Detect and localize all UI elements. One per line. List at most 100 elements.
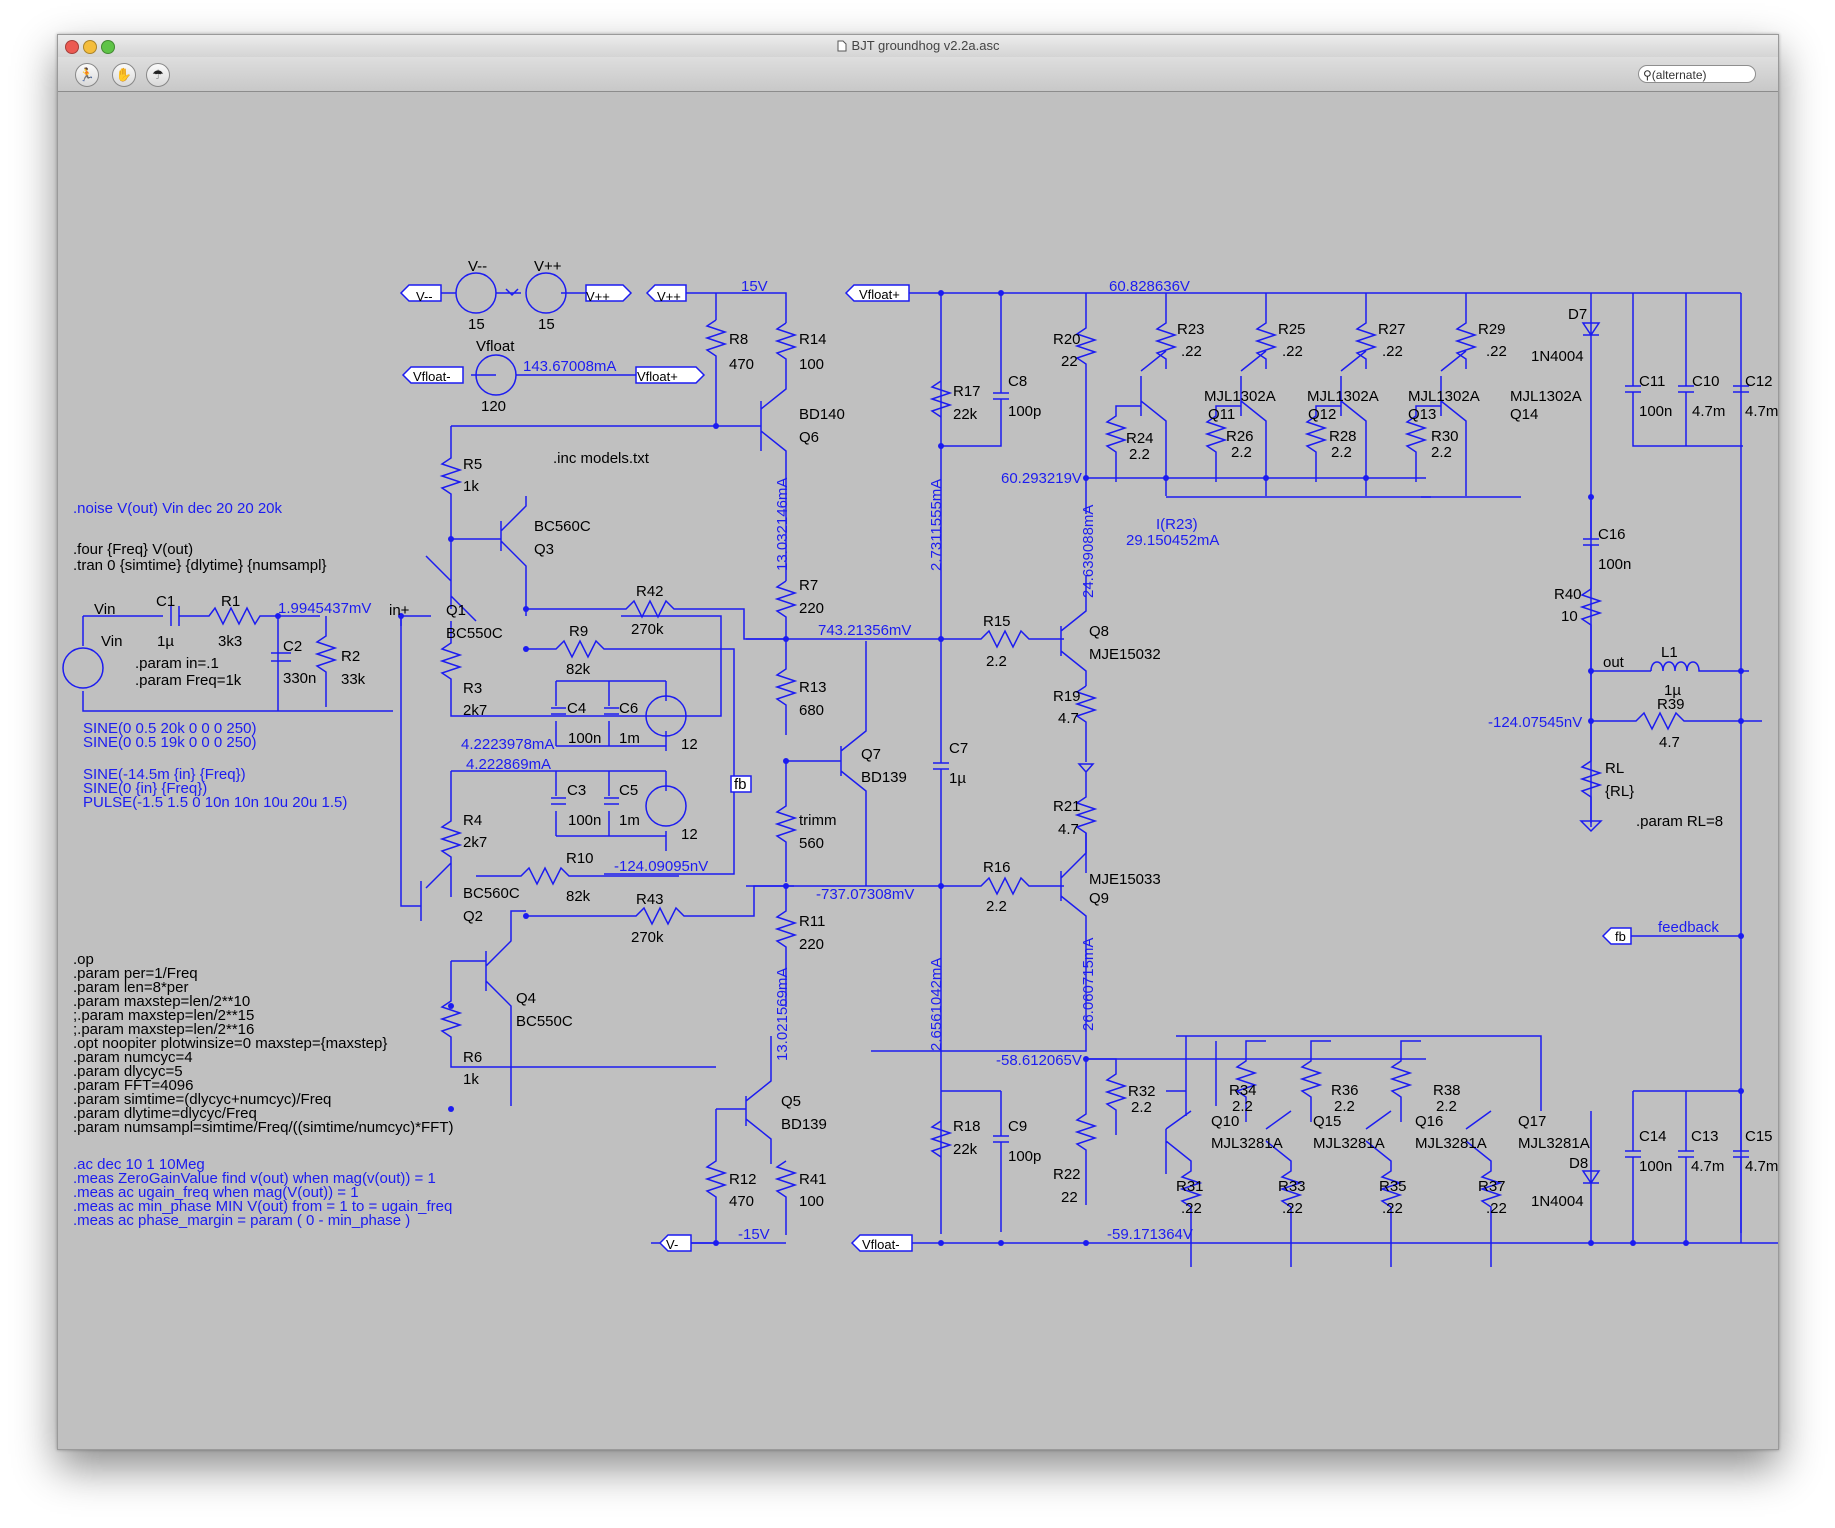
r9: R9 <box>569 623 588 640</box>
r30-value: 2.2 <box>1431 444 1452 461</box>
feedback-net: feedback <box>1658 919 1719 936</box>
r1-value: 3k3 <box>218 633 242 650</box>
op-iq9: 26.060715mA <box>1080 938 1097 1031</box>
vfloat-value: 120 <box>481 398 506 415</box>
q3-model: BC560C <box>534 518 591 535</box>
zoom-button[interactable] <box>101 40 115 54</box>
trimm-value: 560 <box>799 835 824 852</box>
op-line: ;.param maxstep=len/2**16 <box>73 1021 254 1038</box>
op-ir7: 13.032146mA <box>774 478 791 571</box>
title-bar: BJT groundhog v2.2a.asc <box>58 35 1778 58</box>
r39-value: 4.7 <box>1659 734 1680 751</box>
q4: Q4 <box>516 990 536 1007</box>
r17: R17 <box>953 383 981 400</box>
out-net: out <box>1603 654 1625 671</box>
q9-model: MJE15033 <box>1089 871 1161 888</box>
r8-value: 470 <box>729 356 754 373</box>
r29-value: .22 <box>1486 343 1507 360</box>
probe-icon[interactable]: ☂ <box>146 63 170 87</box>
r12-value: 470 <box>729 1193 754 1210</box>
ac-line: .meas ZeroGainValue find v(out) when mag… <box>73 1170 436 1187</box>
q2-model: BC560C <box>463 885 520 902</box>
r1: R1 <box>221 593 240 610</box>
c2: C2 <box>283 638 302 655</box>
fb-flag: fb <box>734 776 747 793</box>
r40-value: 10 <box>1561 608 1578 625</box>
q7-model: BD139 <box>861 769 907 786</box>
c6-value: 1m <box>619 730 640 747</box>
q1-model: BC550C <box>446 625 503 642</box>
op-node-m124-09: -124.09095nV <box>614 858 708 875</box>
r24: R24 <box>1126 430 1154 447</box>
r33-value: .22 <box>1282 1200 1303 1217</box>
op-line: .param dlytime=dlycyc/Freq <box>73 1105 257 1122</box>
param-freq: .param Freq=1k <box>135 672 242 689</box>
c14-value: 100n <box>1639 1158 1672 1175</box>
r17-value: 22k <box>953 406 978 423</box>
r37: R37 <box>1478 1178 1506 1195</box>
r18: R18 <box>953 1118 981 1135</box>
r2: R2 <box>341 648 360 665</box>
r16: R16 <box>983 859 1011 876</box>
r36-value: 2.2 <box>1334 1098 1355 1115</box>
r27-value: .22 <box>1382 343 1403 360</box>
r10: R10 <box>566 850 594 867</box>
halt-icon[interactable]: ✋ <box>112 63 136 87</box>
q17-model: MJL3281A <box>1518 1135 1590 1152</box>
op-node-m737: -737.07308mV <box>816 886 914 903</box>
r5-value: 1k <box>463 478 479 495</box>
q12-model: MJL1302A <box>1307 388 1379 405</box>
r30: R30 <box>1431 428 1459 445</box>
r12: R12 <box>729 1171 757 1188</box>
minimize-button[interactable] <box>83 40 97 54</box>
search-field[interactable]: ⚲(alternate) <box>1638 65 1756 83</box>
d8: D8 <box>1569 1155 1588 1172</box>
schematic[interactable]: V-- V++ 15 15 V-- V++ V++ Vfloat 120 Vfl… <box>58 92 1801 1448</box>
schematic-canvas[interactable]: V-- V++ 15 15 V-- V++ V++ Vfloat 120 Vfl… <box>58 92 1801 1449</box>
q10: Q10 <box>1211 1113 1239 1130</box>
c9: C9 <box>1008 1118 1027 1135</box>
r11: R11 <box>799 913 825 930</box>
op-line: .param numsampl=simtime/Freq/((simtime/n… <box>73 1119 453 1136</box>
r36: R36 <box>1331 1082 1359 1099</box>
r8: R8 <box>729 331 748 348</box>
r14-value: 100 <box>799 356 824 373</box>
r27: R27 <box>1378 321 1406 338</box>
c1: C1 <box>156 593 175 610</box>
op-ir11: 13.021569mA <box>774 968 791 1061</box>
r41-value: 100 <box>799 1193 824 1210</box>
vfloat-label: Vfloat <box>476 338 515 355</box>
param-rl: .param RL=8 <box>1636 813 1723 830</box>
close-button[interactable] <box>65 40 79 54</box>
c10: C10 <box>1692 373 1720 390</box>
q1: Q1 <box>446 602 466 619</box>
r31: R31 <box>1176 1178 1204 1195</box>
r35-value: .22 <box>1382 1200 1403 1217</box>
c5-value: 1m <box>619 812 640 829</box>
r4: R4 <box>463 812 482 829</box>
r4-value: 2k7 <box>463 834 487 851</box>
rl-value: {RL} <box>1605 783 1634 800</box>
q6: Q6 <box>799 429 819 446</box>
r38: R38 <box>1433 1082 1461 1099</box>
c10-value: 4.7m <box>1692 403 1725 420</box>
c13: C13 <box>1691 1128 1719 1145</box>
vin-source: Vin <box>101 633 122 650</box>
run-icon[interactable]: 🏃 <box>75 63 99 87</box>
r7-value: 220 <box>799 600 824 617</box>
flag-vpp: V++ <box>586 289 610 304</box>
r40: R40 <box>1554 586 1582 603</box>
l1: L1 <box>1661 644 1678 661</box>
source-line: SINE(0 0.5 19k 0 0 0 250) <box>83 734 256 751</box>
d8-model: 1N4004 <box>1531 1193 1584 1210</box>
ac-line: .ac dec 10 1 10Meg <box>73 1156 205 1173</box>
op-ir23: 29.150452mA <box>1126 532 1219 549</box>
ac-line: .meas ac min_phase MIN V(out) from = 1 t… <box>73 1198 452 1215</box>
net-flags <box>399 284 1632 1252</box>
d7-model: 1N4004 <box>1531 348 1584 365</box>
search-icon: ⚲ <box>1643 68 1652 82</box>
op-node-743: 743.21356mV <box>818 622 911 639</box>
c1-value: 1µ <box>157 633 174 650</box>
c15: C15 <box>1745 1128 1773 1145</box>
q3: Q3 <box>534 541 554 558</box>
